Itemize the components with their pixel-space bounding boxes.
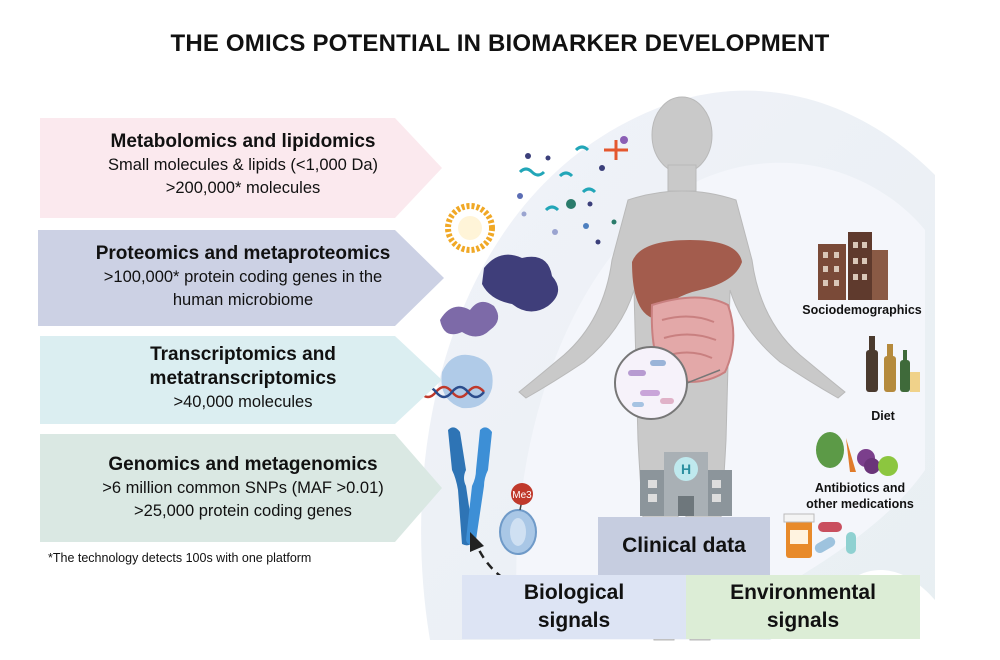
biological-signals-panel: Biological signals: [462, 575, 686, 639]
vegetables-icon: [816, 432, 898, 476]
microbiome-icon: [614, 346, 721, 420]
methyl-label: Me3: [512, 490, 532, 501]
nucleosome-icon: Me3: [499, 483, 537, 555]
proteomics-box: Proteomics and metaproteomics >100,000* …: [38, 242, 448, 312]
proteomics-heading: Proteomics and metaproteomics: [95, 243, 391, 264]
transcriptomics-heading: Transcriptomics and: [150, 344, 336, 365]
clinical-data-panel: Clinical data: [598, 517, 770, 575]
metabolomics-box: Metabolomics and lipidomics Small molecu…: [38, 130, 448, 200]
figure-title: THE OMICS POTENTIAL IN BIOMARKER DEVELOP…: [170, 30, 830, 57]
metabolomics-line-2: >200,000* molecules: [165, 179, 321, 197]
genomics-box-shape: [40, 434, 442, 542]
bottles-icon: [866, 336, 920, 392]
diet-label: Diet: [871, 409, 895, 423]
genomics-line-2: >25,000 protein coding genes: [134, 502, 352, 520]
transcriptomics-heading-2: metatranscriptomics: [149, 368, 337, 389]
metabolomics-line-1: Small molecules & lipids (<1,000 Da): [107, 156, 379, 174]
transcriptomics-box: Transcriptomics and metatranscriptomics …: [38, 343, 448, 414]
genomics-heading: Genomics and metagenomics: [108, 454, 378, 475]
sociodemographics-label: Sociodemographics: [802, 303, 922, 317]
molecules-icon: [445, 136, 628, 253]
transcriptomics-box-shape: [40, 336, 442, 424]
footnote: *The technology detects 100s with one pl…: [48, 551, 312, 565]
medication-icon: [783, 513, 856, 558]
metabolomics-heading: Metabolomics and lipidomics: [110, 131, 376, 152]
environmental-signals-line-1: Environmental: [730, 581, 876, 604]
environmental-signals-line-2: signals: [766, 609, 840, 632]
proteomics-box-shape: [38, 230, 444, 326]
hospital-letter: H: [681, 461, 691, 477]
human-body-icon: [518, 96, 846, 641]
liver-icon: [632, 240, 742, 318]
genomics-box: Genomics and metagenomics >6 million com…: [38, 453, 448, 523]
genomics-line-1: >6 million common SNPs (MAF >0.01): [102, 479, 384, 497]
clinical-data-label: Clinical data: [622, 534, 746, 557]
medications-label-line-1: Antibiotics and: [814, 481, 906, 495]
chromosome-icon: [448, 427, 492, 546]
proteomics-line-2: human microbiome: [172, 291, 314, 309]
biological-signals-line-1: Biological: [523, 581, 625, 604]
transcriptomics-line-1: >40,000 molecules: [173, 393, 313, 411]
medications-label: Antibiotics and other medications: [790, 480, 930, 512]
medications-label-line-2: other medications: [806, 497, 914, 511]
proteomics-line-1: >100,000* protein coding genes in the: [103, 268, 383, 286]
biological-signals-line-2: signals: [537, 609, 611, 632]
metabolomics-box-shape: [40, 118, 442, 218]
environmental-signals-panel: Environmental signals: [686, 575, 920, 639]
buildings-icon: [818, 232, 888, 300]
hospital-icon: H: [640, 452, 732, 516]
protein-icon: [440, 254, 559, 337]
